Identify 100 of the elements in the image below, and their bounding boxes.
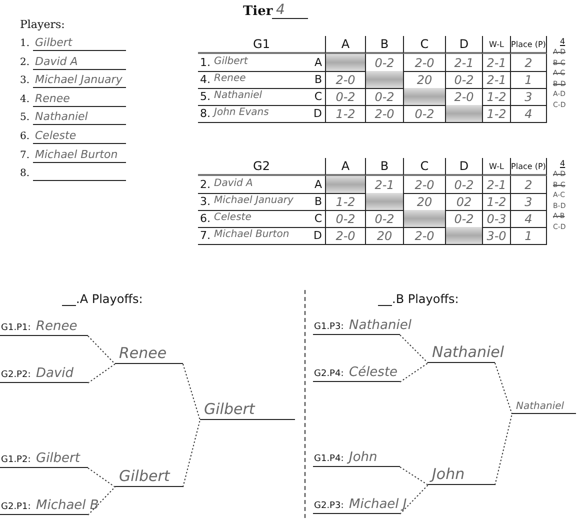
row-number: 4. [200,73,210,86]
player-name: Gilbert [35,36,72,49]
bracket-line [88,486,116,516]
row-letter: C [314,212,322,225]
bracket-line [494,362,512,414]
player-name: Céleste [349,365,398,380]
bracket-line [182,420,200,488]
title: Tier [243,4,273,19]
player-name: David A [214,178,253,189]
row-letter: B [314,73,322,86]
player-name: Renee [35,92,70,105]
bracket-line [88,468,116,488]
match-count: 4 [560,159,566,168]
row-number: 7. [200,229,210,242]
player-name: Michael January [214,195,294,206]
row-letter: A [314,178,322,191]
player-name: Celeste [214,212,252,223]
player-name: John [432,465,465,483]
place-cell: 2 [510,54,547,72]
heading: .B Playoffs: [392,292,459,306]
bracket-line [400,484,428,514]
slot-label: G2.P1: [1,502,31,512]
place-cell: 4 [510,105,547,123]
bracket-slot [115,344,183,364]
header-cell: D [445,36,483,54]
player-name: Nathaniel [35,110,88,124]
player-name: Michael J [349,497,407,512]
heading: Players: [20,18,65,31]
player-name: David A [35,54,78,68]
place-cell: 2 [510,176,547,194]
place-cell: 4 [510,210,547,228]
bracket-line [400,334,428,364]
player-name: Michael Burton [35,148,118,161]
player-name: Gilbert [119,467,170,485]
place-cell: 3 [510,193,547,211]
slot-label: G2.P2: [1,370,31,380]
bracket-line [88,364,116,384]
header-cell: B [365,36,404,54]
bracket-slot [200,400,295,420]
header-cell: D [445,158,483,176]
header-cell: G2 [198,158,326,176]
bracket-slot [428,465,495,485]
header-cell: C [403,36,446,54]
list-number: 2. [20,56,30,68]
player-name: Michael B [36,498,99,513]
row-letter: A [314,56,322,69]
player-name: Celeste [35,129,76,142]
header-cell: Place (P) [510,36,547,54]
row-letter: D [314,229,322,242]
player-name: Renee [36,319,78,334]
list-number: 3. [20,75,30,86]
row-number: 1. [200,56,210,69]
list-number: 8. [20,168,30,180]
place-cell: 3 [510,88,547,106]
bracket-line [494,414,512,486]
player-name: Gilbert [204,400,255,418]
slot-label: G1.P1: [1,323,31,333]
list-number: 7. [20,150,30,161]
place-cell: 1 [510,227,547,245]
match-count: 4 [560,37,566,46]
row-letter: C [314,90,322,103]
player-name: Renee [214,73,246,84]
slot-label: G1.P3: [314,322,344,332]
tier-number: 4 [272,2,308,19]
player-name: Gilbert [36,451,80,466]
row-number: 5. [200,90,210,103]
list-number: 5. [20,112,30,124]
list-number: 4. [20,94,30,105]
header-cell: B [365,158,404,176]
heading: .A Playoffs: [76,292,143,306]
bracket-slot [115,467,183,487]
bracket-line [88,336,116,364]
row-number: 8. [200,107,210,120]
player-name: Michael January [35,73,122,86]
place-cell: 1 [510,71,547,89]
row-letter: D [314,107,322,120]
list-number: 6. [20,131,30,142]
row-number: 6. [200,212,210,225]
header-cell: Place (P) [510,158,547,176]
bracket-line [400,466,428,486]
row-number: 3. [200,195,210,208]
slot-label: G1.P2: [1,455,31,465]
slot-label: G2.P3: [314,501,344,511]
player-name: Nathaniel [214,90,262,101]
player-name: Renee [119,344,167,362]
slot-label: G1.P4: [314,454,344,464]
header-cell: C [403,158,446,176]
row-letter: B [314,195,322,208]
slot-label: G2.P4: [314,369,344,379]
player-name: Nathaniel [349,318,412,333]
row-number: 2. [200,178,210,191]
player-name: John [349,450,378,465]
player-name: Nathaniel [432,343,504,361]
player-name: Nathaniel [516,401,564,412]
player-name: Michael Burton [214,229,290,240]
list-number: 1. [20,38,30,49]
bracket-line [182,364,200,420]
bracket-line [400,362,428,382]
header-cell: G1 [198,36,326,54]
player-name: Gilbert [214,56,248,67]
